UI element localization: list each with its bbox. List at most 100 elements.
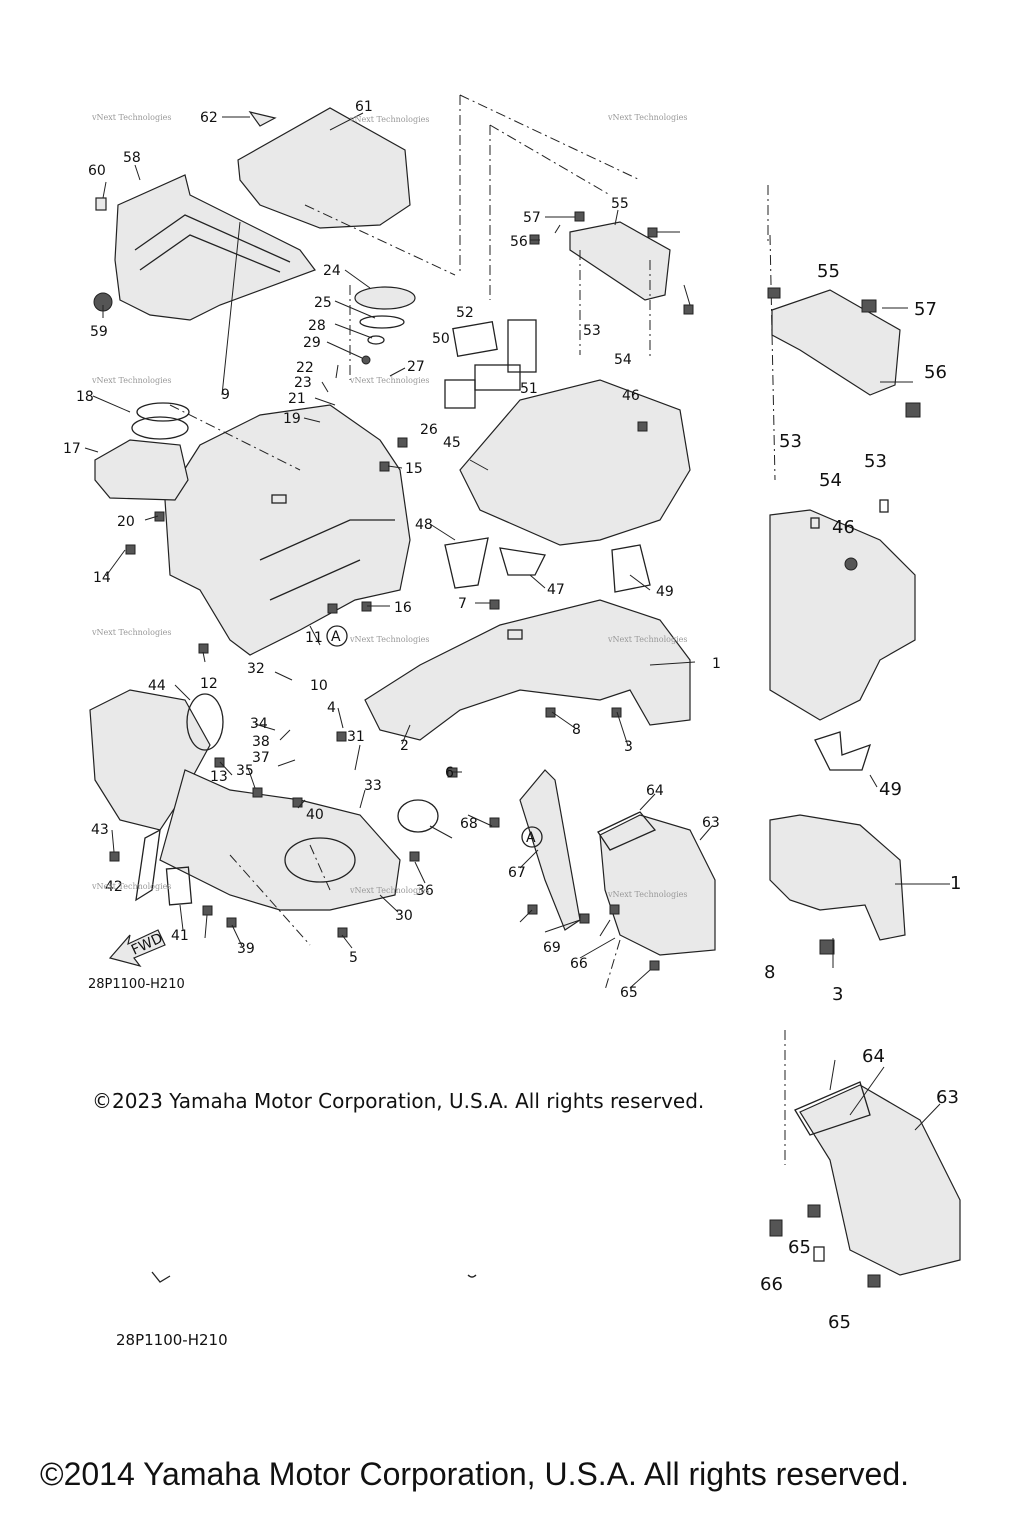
callout: 9 [221,387,230,403]
callout: 54 [819,470,842,491]
callout: 7 [458,596,467,612]
callout: 4 [327,700,336,716]
callout: 5 [349,950,358,966]
callout: 3 [832,984,843,1005]
callout: 56 [510,234,528,250]
callout: 20 [117,514,135,530]
part-mud-guard [599,814,716,956]
callout: 53 [864,451,887,472]
ref-marker-a-2: A [526,830,536,846]
part-front-panel [114,174,316,321]
callout: 53 [583,323,601,339]
callout: 48 [415,517,433,533]
callout: 29 [303,335,321,351]
callout: 35 [236,763,254,779]
callout: 66 [760,1274,783,1295]
callout: 25 [314,295,332,311]
callout: 63 [702,815,720,831]
callout: 68 [460,816,478,832]
watermark-text: vNext Technologies [91,376,171,385]
callout: 27 [407,359,425,375]
callout: 36 [416,883,434,899]
callout: 18 [76,389,94,405]
zoom-tray [769,509,916,721]
callout: 1 [712,656,721,672]
callout: 52 [456,305,474,321]
callout: 49 [879,779,902,800]
zoom-fender [769,814,906,941]
callout: 64 [646,783,664,799]
copyright-notice-small: ©2023 Yamaha Motor Corporation, U.S.A. A… [92,1089,705,1113]
callout: 11 [305,630,323,646]
callout: 65 [828,1312,851,1333]
zoom-bracket [771,289,901,396]
fwd-label: FWD [129,930,165,958]
callout: 53 [779,431,802,452]
callout: 21 [288,391,306,407]
part-top-cover [237,107,411,229]
callout: 13 [210,769,228,785]
callout: 45 [443,435,461,451]
callout: 69 [543,940,561,956]
ref-marker-a-1: A [331,629,341,645]
watermark-text: vNext Technologies [607,635,687,644]
callout: 54 [614,352,632,368]
callout: 40 [306,807,324,823]
part-bracket [569,221,671,301]
callout: 58 [123,150,141,166]
part-rear-fender [364,599,691,741]
callout: 28 [308,318,326,334]
callout: 37 [252,750,270,766]
callout: 61 [355,99,373,115]
callout: 8 [572,722,581,738]
watermarks: vNext Technologies vNext Technologies vN… [91,113,687,899]
watermark-text: vNext Technologies [607,890,687,899]
callout: 44 [148,678,166,694]
callout: 6 [445,765,454,781]
callout: 14 [93,570,111,586]
watermark-text: vNext Technologies [91,113,171,122]
callout: 55 [611,196,629,212]
watermark-text: vNext Technologies [349,115,429,124]
callout: 33 [364,778,382,794]
callout: 31 [347,729,365,745]
callout: 26 [420,422,438,438]
callout: 47 [547,582,565,598]
callout: 65 [620,985,638,1001]
callout: 42 [105,879,123,895]
callout: 15 [405,461,423,477]
watermark-text: vNext Technologies [91,628,171,637]
callouts-zoom: 55 57 56 53 54 46 53 49 1 3 64 63 65 66 … [760,261,961,1333]
part-fuel-tank [94,439,189,501]
callout: 46 [622,388,640,404]
callout: 32 [247,661,265,677]
copyright-notice-large: ©2014 Yamaha Motor Corporation, U.S.A. A… [40,1456,910,1492]
fwd-arrow-icon [108,929,166,968]
watermark-text: vNext Technologies [91,882,171,891]
watermark-text: vNext Technologies [349,635,429,644]
callout: 16 [394,600,412,616]
callout: 39 [237,941,255,957]
part-pad [452,320,498,358]
callout: 2 [400,738,409,754]
part-lower-cover [159,769,401,911]
callout: 24 [323,263,341,279]
callout: 10 [310,678,328,694]
part-front-fender [164,404,411,656]
callout: 64 [862,1046,885,1067]
callout: 46 [832,517,855,538]
diagram-code: 28P1100-H210 [88,977,185,992]
callout: 65 [788,1237,811,1258]
callout: 17 [63,441,81,457]
callouts-main: 1 2 3 4 5 6 7 8 9 10 11 12 13 14 15 16 1… [63,99,721,1001]
zoom-mud-guard [799,1084,961,1276]
part-duct-ring [397,799,439,833]
callout: 41 [171,928,189,944]
callout: 62 [200,110,218,126]
watermark-text: vNext Technologies [349,886,429,895]
part-grille [165,866,193,906]
zoom-edge-mark: 8 [764,962,775,983]
callout: 67 [508,865,526,881]
callout: 57 [523,210,541,226]
